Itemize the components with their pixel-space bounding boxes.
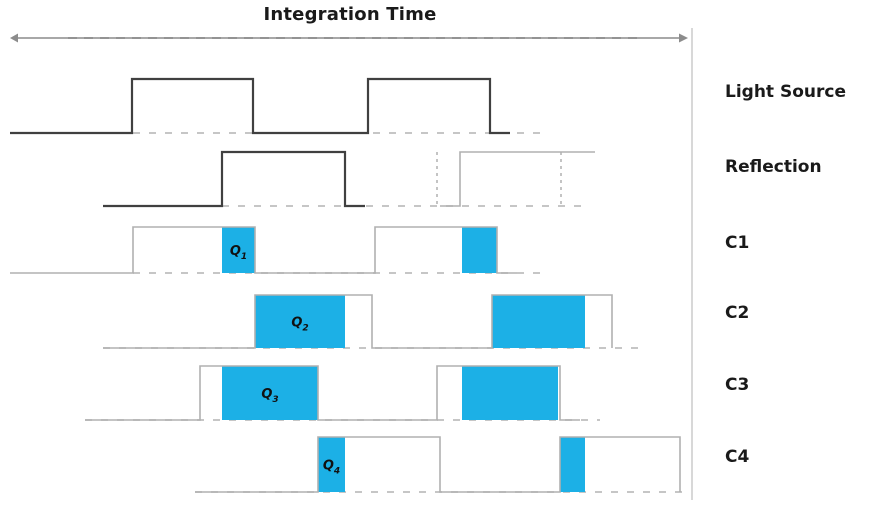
waveform-row-c4: Q4 (195, 436, 690, 493)
charge-block-c2-1 (492, 295, 585, 348)
waveform-row-c1: Q1 (10, 226, 545, 274)
waveform-row-c3: Q3 (85, 365, 600, 421)
row-label-c4: C4 (725, 447, 749, 467)
trace-c4 (195, 436, 681, 493)
row-label-light-source: Light Source (725, 82, 846, 102)
charge-block-c3-1 (462, 366, 558, 420)
charge-block-c2-0 (255, 295, 345, 348)
row-label-c1: C1 (725, 233, 749, 253)
ghost-trace-reflection (440, 151, 595, 207)
trace-c2 (103, 294, 613, 349)
waveform-row-reflection (103, 150, 595, 208)
charge-block-c4-0 (318, 437, 345, 492)
waveform-row-light-source (10, 77, 540, 135)
row-label-c2: C2 (725, 303, 749, 323)
charge-block-c1-0 (222, 227, 255, 273)
waveform-row-c2: Q2 (103, 294, 640, 349)
figure-title: Integration Time (263, 4, 436, 25)
trace-c1 (10, 226, 517, 274)
charge-block-c3-0 (222, 366, 318, 420)
charge-block-c1-1 (462, 227, 497, 273)
row-label-c3: C3 (725, 375, 749, 395)
trace-light-source (10, 77, 510, 135)
trace-reflection (103, 150, 365, 208)
charge-block-c4-1 (560, 437, 585, 492)
trace-c3 (85, 365, 580, 421)
row-label-reflection: Reflection (725, 157, 822, 177)
